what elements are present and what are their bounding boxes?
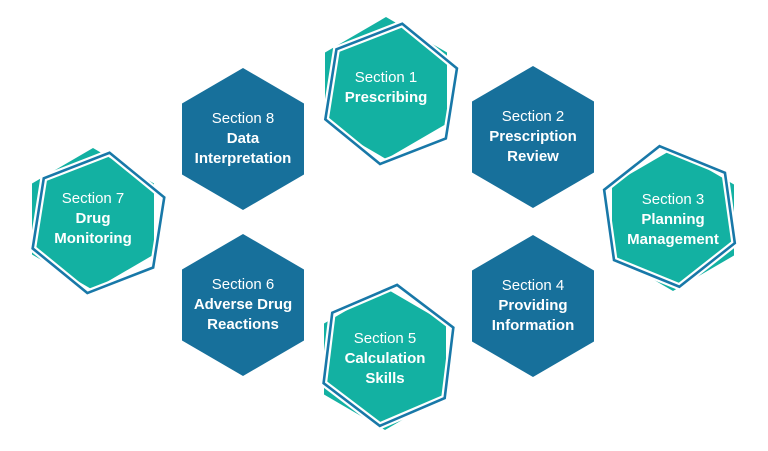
section-name: Providing Information (491, 297, 575, 334)
section-label: Section 2 (501, 108, 565, 125)
hexagon-section-4: Section 4 Providing Information (472, 235, 594, 377)
hexagon-section-3: Section 3 Planning Management (600, 142, 739, 291)
hexagon-text: Section 6 Adverse Drug Reactions (182, 234, 304, 376)
section-label: Section 3 (641, 191, 705, 208)
hexagon-section-1: Section 1 Prescribing (321, 17, 461, 169)
hexagon-section-5: Section 5 Calculation Skills (319, 280, 458, 430)
hexagon-section-2: Section 2 Prescription Review (472, 66, 594, 208)
hexagon-section-7: Section 7 Drug Monitoring (28, 148, 169, 298)
section-label: Section 1 (354, 69, 418, 86)
section-name: Prescribing (344, 89, 428, 106)
hexagon-text: Section 5 Calculation Skills (324, 288, 446, 430)
hexagon-text: Section 8 Data Interpretation (182, 68, 304, 210)
section-label: Section 6 (211, 276, 275, 293)
hexagon-section-6: Section 6 Adverse Drug Reactions (182, 234, 304, 376)
section-name: Data Interpretation (194, 130, 292, 167)
hexagon-text: Section 3 Planning Management (612, 149, 734, 291)
section-label: Section 5 (353, 330, 417, 347)
section-name: Planning Management (627, 211, 719, 248)
section-label: Section 7 (61, 190, 125, 207)
section-label: Section 4 (501, 277, 565, 294)
hexagon-text: Section 7 Drug Monitoring (32, 148, 154, 290)
section-name: Prescription Review (489, 128, 577, 165)
hexagon-section-8: Section 8 Data Interpretation (182, 68, 304, 210)
hexagon-text: Section 2 Prescription Review (472, 66, 594, 208)
hexagon-text: Section 1 Prescribing (325, 17, 447, 159)
hexagon-text: Section 4 Providing Information (472, 235, 594, 377)
section-label: Section 8 (211, 110, 275, 127)
section-name: Calculation Skills (344, 350, 426, 387)
section-name: Adverse Drug Reactions (193, 296, 293, 333)
section-name: Drug Monitoring (54, 210, 132, 247)
